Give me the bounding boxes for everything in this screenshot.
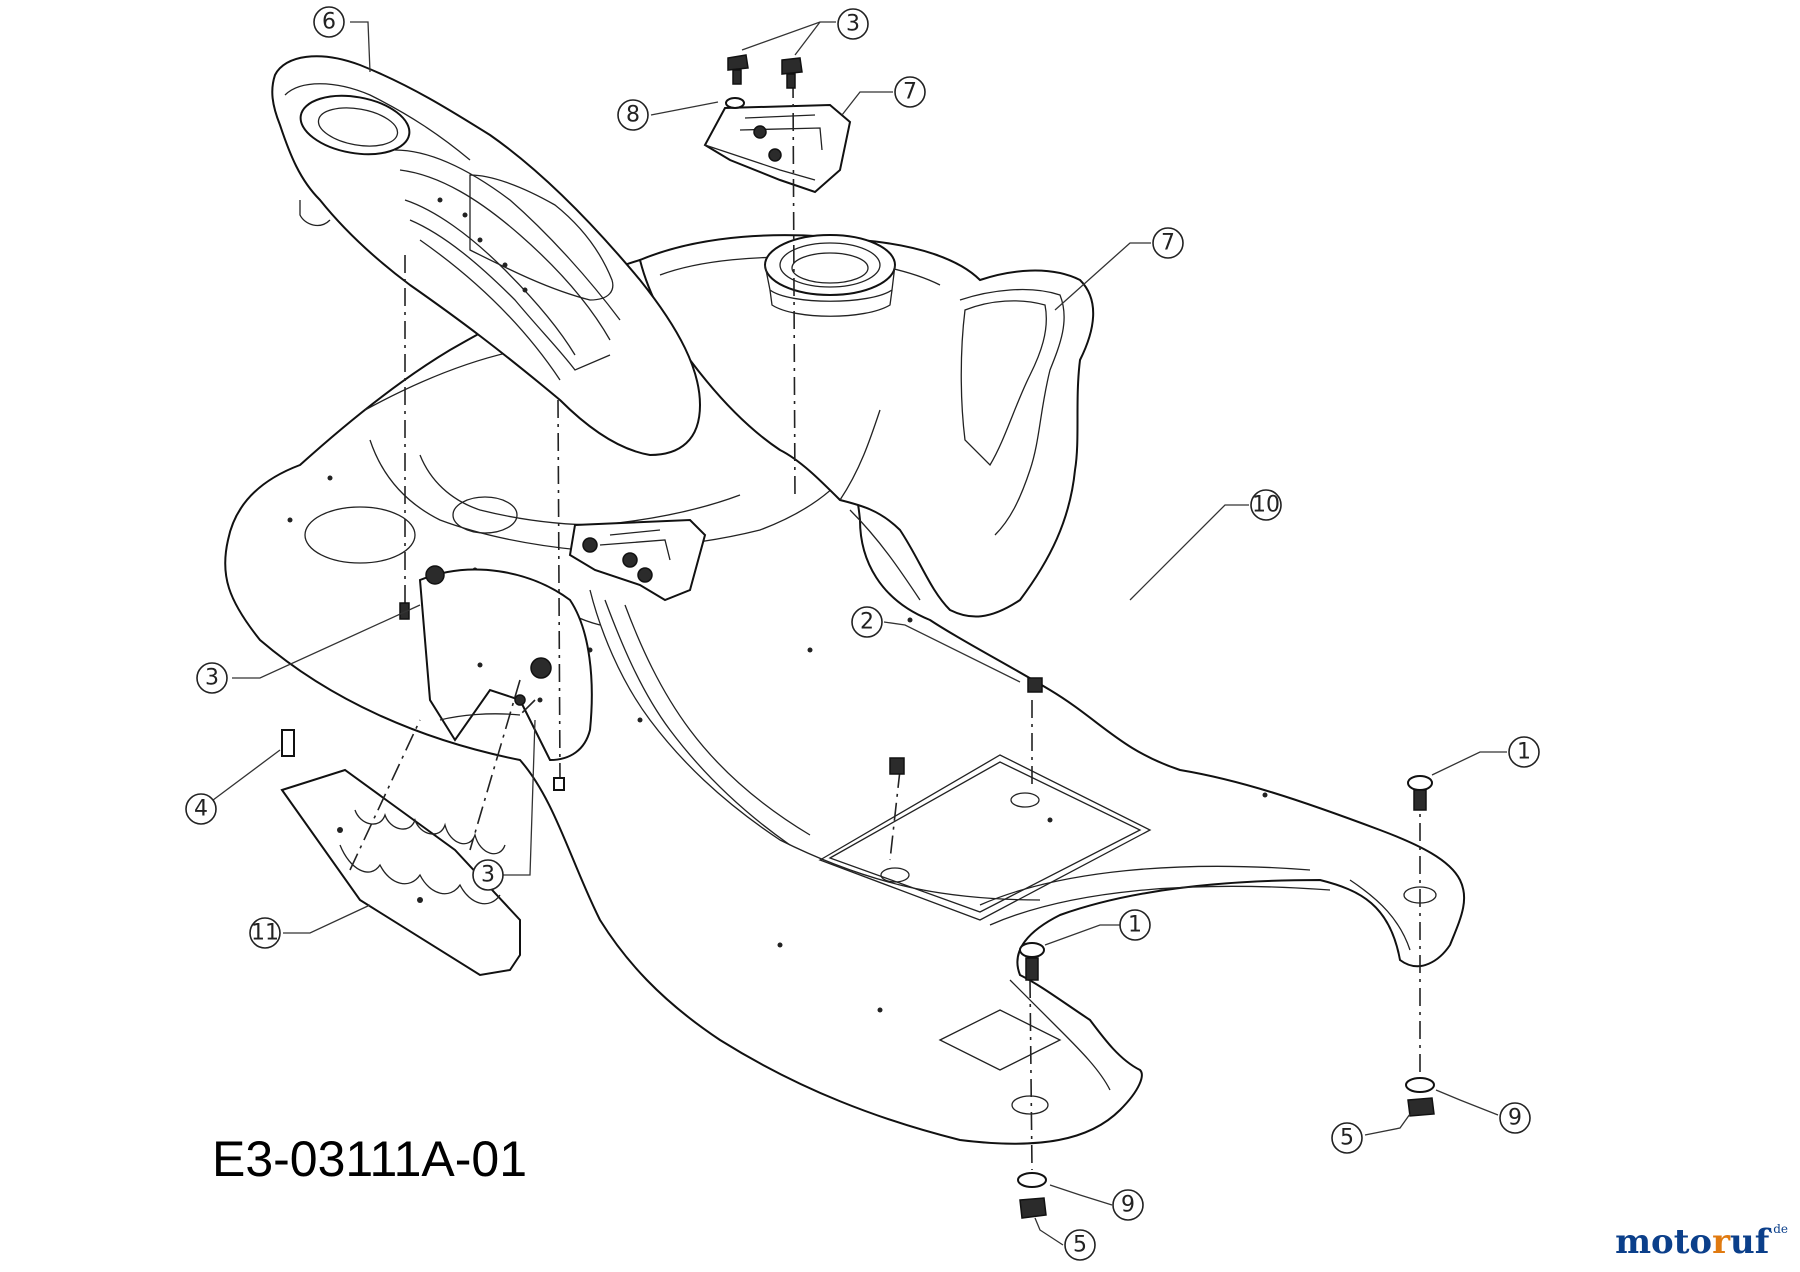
drawing-number: E3-03111A-01 (212, 1131, 528, 1187)
svg-text:2: 2 (860, 610, 874, 635)
body-fender (224, 255, 1466, 1145)
svg-text:10: 10 (1252, 493, 1280, 518)
callout-3-lower: 3 (472, 859, 504, 891)
callout-9-center: 9 (1112, 1189, 1144, 1221)
svg-text:11: 11 (251, 921, 279, 946)
svg-text:7: 7 (903, 80, 917, 105)
svg-text:1: 1 (1128, 913, 1142, 938)
footrest-plate (280, 768, 521, 977)
svg-text:3: 3 (846, 12, 860, 37)
callout-11: 11 (249, 917, 281, 949)
svg-text:4: 4 (194, 797, 208, 822)
svg-text:9: 9 (1508, 1106, 1522, 1131)
side-panel (418, 568, 593, 762)
svg-text:3: 3 (205, 666, 219, 691)
callout-1-right: 1 (1508, 736, 1540, 768)
rear-panel (638, 234, 1095, 618)
upper-bracket (703, 103, 852, 194)
callout-3-left: 3 (196, 662, 228, 694)
svg-text:6: 6 (322, 10, 336, 35)
svg-text:8: 8 (626, 103, 640, 128)
callout-5-center: 5 (1064, 1229, 1096, 1261)
callout-4: 4 (185, 793, 217, 825)
callout-10: 10 (1250, 489, 1282, 521)
callout-3-top: 3 (837, 8, 869, 40)
fasteners (281, 54, 1435, 1219)
callouts: 6 3 8 7 7 10 3 4 3 11 2 1 1 9 5 9 5 (185, 6, 1540, 1261)
watermark-logo: motoruf.de (1615, 1222, 1788, 1262)
callout-5-right: 5 (1331, 1122, 1363, 1154)
callout-9-right: 9 (1499, 1102, 1531, 1134)
callout-8: 8 (617, 99, 649, 131)
assembly-lines (349, 79, 1421, 1171)
callout-6: 6 (313, 6, 345, 38)
callout-7: 7 (1152, 227, 1184, 259)
steering-console (271, 55, 702, 457)
svg-text:7: 7 (1161, 231, 1175, 256)
callout-1-center: 1 (1119, 909, 1151, 941)
svg-text:5: 5 (1340, 1126, 1354, 1151)
svg-text:3: 3 (481, 863, 495, 888)
lower-bracket (549, 518, 707, 626)
callout-7-bracket: 7 (894, 76, 926, 108)
svg-text:9: 9 (1121, 1193, 1135, 1218)
svg-text:1: 1 (1517, 740, 1531, 765)
leader-lines (200, 21, 1507, 1246)
callout-2: 2 (851, 606, 883, 638)
svg-text:5: 5 (1073, 1233, 1087, 1258)
